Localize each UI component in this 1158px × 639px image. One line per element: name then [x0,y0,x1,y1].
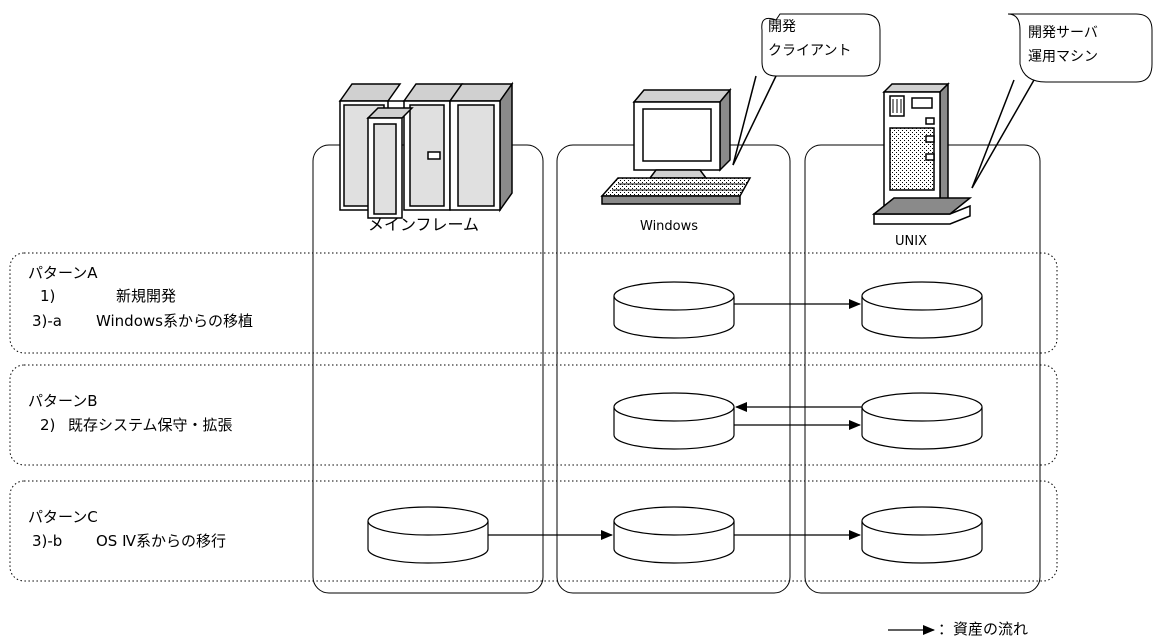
pattern-b-title: パターンB [28,392,98,410]
disk-c-mainframe [367,506,489,564]
unix-server-icon [871,82,973,225]
pattern-a-item-1-text: 新規開発 [116,287,177,305]
pattern-a-title: パターンA [28,264,98,282]
mainframe-icon [338,81,514,219]
pattern-row-a [9,252,1058,354]
disk-b-windows [613,392,735,450]
column-label-mainframe: メインフレーム [368,215,480,234]
pattern-b-item-1-text: 既存システム保守・拡張 [68,416,233,434]
legend-text: ：資産の流れ [938,620,1029,638]
callout-client-line2: クライアント [768,43,852,59]
windows-pc-icon [600,87,752,205]
pattern-a-item-2-num: 3)-a [32,312,62,330]
disk-a-windows [613,281,735,339]
callout-client-bubble [732,13,881,166]
pattern-c-title: パターンC [28,508,98,526]
callout-server-bubble [971,13,1153,189]
disk-c-windows [613,506,735,564]
disk-c-unix [861,506,983,564]
pattern-row-c [9,480,1058,582]
callout-client-line1: 開発 [768,19,796,35]
column-label-unix: UNIX [895,234,927,249]
pattern-row-b [9,364,1058,466]
pattern-c-item-1-num: 3)-b [32,532,63,550]
pattern-c-item-1-text: OS Ⅳ系からの移行 [96,532,226,550]
pattern-a-item-2-text: Windows系からの移植 [96,312,253,330]
pattern-a-item-1-num: 1) [40,287,56,305]
disk-a-unix [861,281,983,339]
disk-b-unix [861,392,983,450]
callout-server-line2: 運用マシン [1028,49,1098,65]
column-label-windows: Windows [640,219,699,234]
pattern-b-item-1-num: 2) [40,416,56,434]
callout-server-line1: 開発サーバ [1028,25,1098,41]
